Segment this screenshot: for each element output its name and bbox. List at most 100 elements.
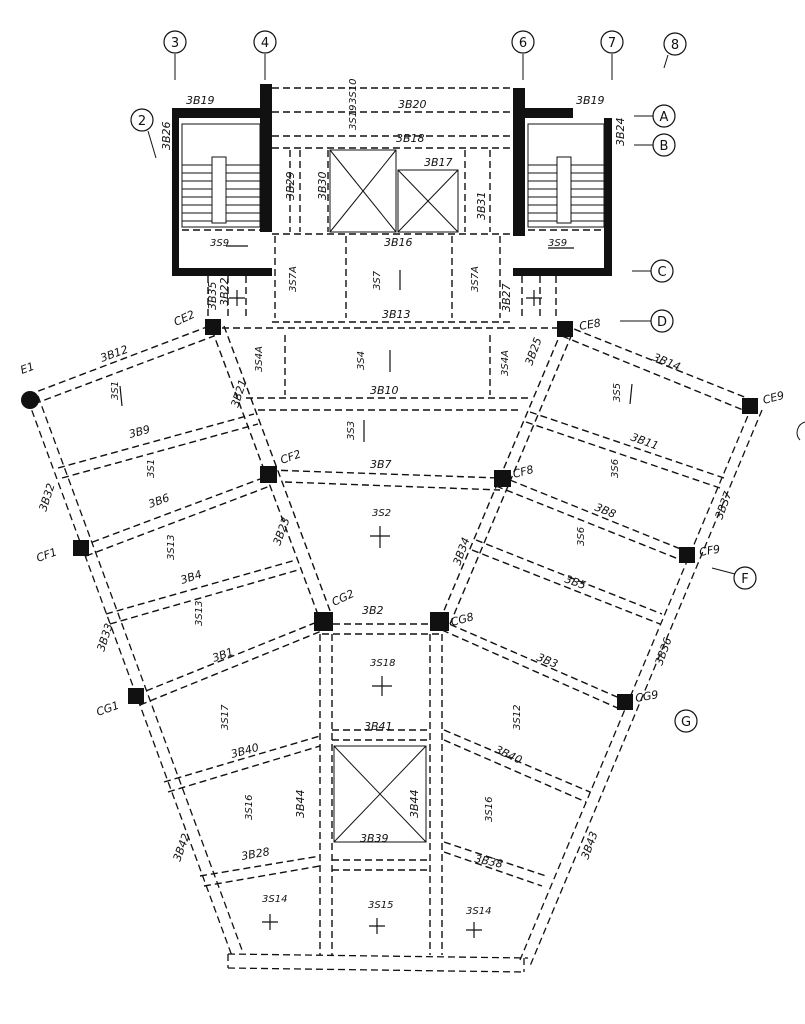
slab-3s4: 3S4 <box>356 351 367 370</box>
beam-3b23: 3B23 <box>271 516 293 547</box>
beam-3b43: 3B43 <box>579 830 601 861</box>
slab-3s16-right: 3S16 <box>484 797 495 822</box>
beam-3b37: 3B37 <box>713 490 735 521</box>
column-cg2 <box>314 612 333 631</box>
slab-3s13-b: 3S13 <box>194 601 205 626</box>
grid-bubbles: 3 4 6 7 8 2 A B C D F G <box>130 30 805 733</box>
beam-3b3: 3B3 <box>535 651 560 671</box>
label-cf8: CF8 <box>511 463 535 481</box>
slab-3s7: 3S7 <box>372 270 383 290</box>
stair-well-left <box>211 156 227 224</box>
beam-3b19-right: 3B19 <box>576 94 605 107</box>
beam-3b28: 3B28 <box>240 845 270 863</box>
left-wing <box>27 324 333 957</box>
slab-3s7a-right: 3S7A <box>470 266 481 292</box>
label-e1: E1 <box>19 360 37 377</box>
beam-3b41: 3B41 <box>364 720 393 733</box>
grid-bubble-G <box>674 709 698 733</box>
beam-3b10: 3B10 <box>370 384 399 397</box>
slab-3s9-right: 3S9 <box>548 238 567 249</box>
column-cf1 <box>73 540 89 556</box>
grid-bubble-3 <box>163 30 187 54</box>
beam-3b18: 3B18 <box>396 132 425 145</box>
beam-3b1: 3B1 <box>211 645 236 665</box>
column-ce9 <box>742 398 758 414</box>
slab-3s14-left: 3S14 <box>262 894 287 905</box>
grid-label-F: F <box>741 572 748 587</box>
columns <box>21 319 758 710</box>
slab-3s3: 3S3 <box>346 421 357 440</box>
span-arrow <box>229 290 245 306</box>
column-cg1 <box>128 688 144 704</box>
stair-well-right <box>556 156 572 224</box>
grid-bubble-8 <box>663 32 687 56</box>
slab-3s15: 3S15 <box>368 900 393 911</box>
beam-labels: 3B19 3B19 3B26 3B24 3B20 3B18 3B17 3B16 … <box>36 94 734 871</box>
slab-3s2: 3S2 <box>372 508 391 519</box>
slab-3s6: 3S6 <box>610 459 621 478</box>
slab-3s14-right: 3S14 <box>466 906 491 917</box>
span-arrow <box>119 385 123 407</box>
beam-3b22: 3B22 <box>218 277 231 306</box>
grid-bubble-4 <box>253 30 277 54</box>
label-ce8: CE8 <box>578 316 602 333</box>
column-e1 <box>21 391 39 409</box>
grid-label-C: C <box>657 265 666 280</box>
column-cf2 <box>260 466 277 483</box>
beam-3b25: 3B25 <box>523 336 545 367</box>
grid-label-D: D <box>657 315 667 330</box>
slab-3s9-left: 3S9 <box>210 238 229 249</box>
slab-3s13: 3S13 <box>166 535 177 560</box>
beam-3b42: 3B42 <box>171 832 193 863</box>
column-cf8 <box>494 470 511 487</box>
label-cg9: CG9 <box>634 688 659 705</box>
beam-3b39: 3B39 <box>360 832 389 845</box>
beam-3b2: 3B2 <box>362 604 384 617</box>
label-cg1: CG1 <box>95 699 121 719</box>
beam-3b44-right: 3B44 <box>408 789 421 818</box>
beam-3b26: 3B26 <box>160 121 173 150</box>
slab-3s6-b: 3S6 <box>576 527 587 546</box>
label-cf9: CF9 <box>698 543 721 559</box>
beam-3b29: 3B29 <box>284 171 297 200</box>
grid-label-3: 3 <box>171 36 179 51</box>
grid-label-B: B <box>660 139 669 154</box>
top-core <box>172 84 612 323</box>
bottom-core <box>227 623 529 973</box>
slab-labels: 3S9 3S9 3S7 3S7A 3S7A 3S4 3S4A 3S4A 3S3 … <box>110 79 623 917</box>
beam-3b20: 3B20 <box>398 98 427 111</box>
beam-3b40-left: 3B40 <box>229 741 260 761</box>
beam-3b5: 3B5 <box>563 573 588 593</box>
lift-shaft-1 <box>329 149 397 233</box>
grid-label-4: 4 <box>261 36 269 51</box>
column-ce2 <box>205 319 221 335</box>
right-wing <box>439 324 763 967</box>
slab-3s1-b: 3S1 <box>146 459 157 478</box>
column-cg9 <box>617 694 633 710</box>
label-ce9: CE9 <box>761 389 785 407</box>
beam-3b14: 3B14 <box>651 351 682 374</box>
beam-3b24: 3B24 <box>614 117 627 146</box>
beam-3b33: 3B33 <box>94 622 115 653</box>
central-core <box>222 327 560 491</box>
beam-3b30: 3B30 <box>316 171 329 200</box>
grid-label-7: 7 <box>608 36 616 51</box>
slab-3s10: 3S10 <box>348 79 359 104</box>
beam-3b11: 3B11 <box>629 431 660 453</box>
beam-3b44-left: 3B44 <box>294 789 307 818</box>
beam-3b35: 3B35 <box>206 281 219 310</box>
span-arrow <box>369 918 385 934</box>
column-cf9 <box>679 547 695 563</box>
beam-3b4: 3B4 <box>179 568 204 587</box>
beam-3b36: 3B36 <box>653 636 675 667</box>
slab-3s7a-left: 3S7A <box>288 266 299 292</box>
label-cf1: CF1 <box>35 545 59 564</box>
beam-3b7: 3B7 <box>370 458 392 471</box>
slab-3s12: 3S12 <box>512 705 523 730</box>
grid-bubble-7 <box>600 30 624 54</box>
span-arrow <box>262 914 278 930</box>
slab-3s4a-right: 3S4A <box>500 350 511 376</box>
beam-3b38: 3B38 <box>473 852 504 871</box>
label-cf2: CF2 <box>279 447 303 466</box>
